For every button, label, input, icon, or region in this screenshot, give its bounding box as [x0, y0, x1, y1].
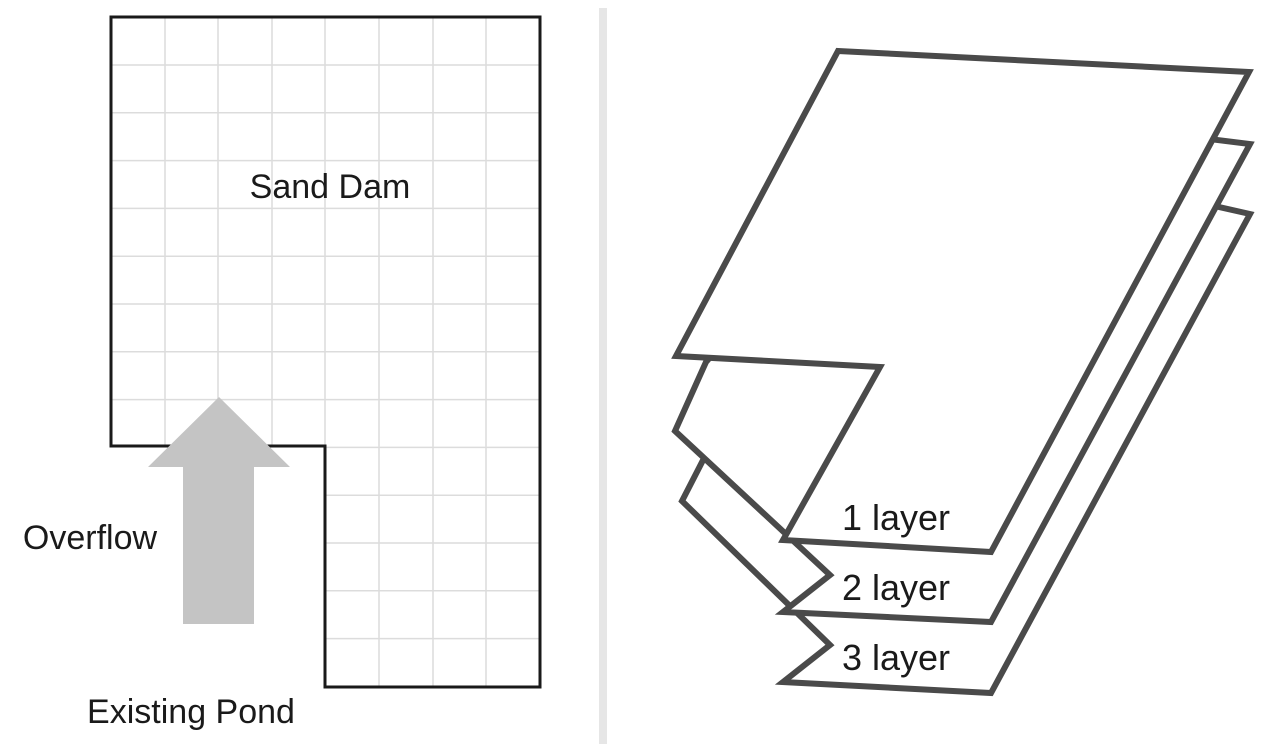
panel-divider [599, 8, 607, 744]
sand-dam-label: Sand Dam [250, 168, 411, 206]
sand-dam-outline [109, 15, 542, 689]
overflow-label: Overflow [23, 519, 158, 557]
existing-pond-label: Existing Pond [87, 693, 295, 731]
layer-sheet-1 [671, 47, 1254, 556]
layer-2-label: 2 layer [842, 567, 950, 608]
layer-1-label: 1 layer [842, 497, 950, 538]
layer-3-label: 3 layer [842, 637, 950, 678]
left-panel: Sand Dam Overflow Existing Pond [23, 15, 542, 731]
right-panel: 1 layer 2 layer 3 layer [671, 47, 1255, 697]
overflow-arrow [148, 397, 290, 624]
plan-grid [111, 17, 540, 688]
